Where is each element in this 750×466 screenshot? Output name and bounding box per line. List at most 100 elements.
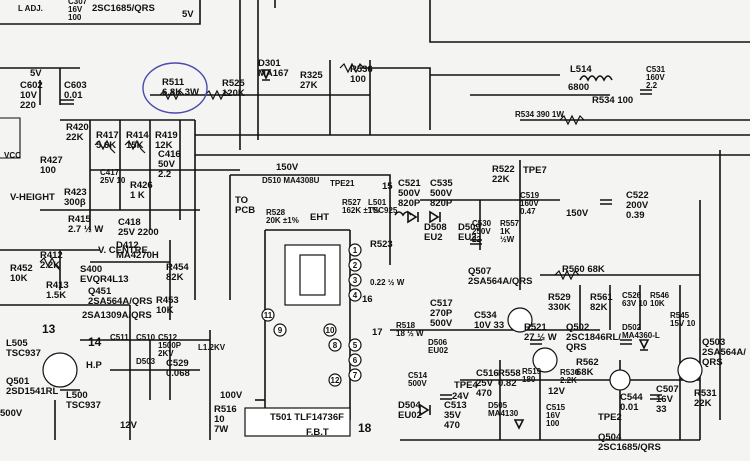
top-frame: [0, 0, 750, 150]
label-v12-b: 12V: [120, 420, 138, 431]
svg-text:6: 6: [353, 356, 358, 365]
label-t501: T501 TLF14736F: [270, 412, 344, 423]
pin-4: 4: [348, 288, 362, 302]
svg-text:5: 5: [353, 341, 358, 350]
label-v-height: V-HEIGHT: [10, 192, 55, 203]
left-rails: [0, 67, 200, 440]
label-tpe4: TPE4: [454, 380, 478, 391]
label-tpe7: TPE7: [523, 165, 547, 176]
label-v150-b: 150V: [566, 208, 589, 219]
label-v12: 12V: [548, 386, 566, 397]
svg-text:2: 2: [353, 261, 358, 270]
label-v5-left: 5V: [30, 68, 42, 79]
label-c511: C511: [110, 333, 129, 342]
label-n17: 17: [372, 327, 383, 338]
label-n15: 15: [382, 181, 393, 192]
label-fbt: F.B.T: [306, 427, 329, 438]
label-r523-val: 0.22 ½ W: [370, 278, 405, 287]
inductor-symbols: [394, 75, 613, 217]
label-hp: H.P: [86, 360, 103, 371]
label-tpe2: TPE2: [598, 412, 622, 423]
transistor-symbols: [42, 307, 703, 391]
label-r534-390: R534 390 1W: [515, 110, 564, 119]
svg-text:11: 11: [264, 311, 273, 320]
label-l514-val: 6800: [568, 82, 589, 93]
pin-10: 10: [323, 323, 337, 337]
label-v5-top: 5V: [182, 9, 194, 20]
label-n14: 14: [88, 335, 102, 349]
pin-7: 7: [348, 368, 362, 382]
label-v150-a: 150V: [276, 162, 299, 173]
pin-12: 12: [328, 373, 342, 387]
label-v-centre: V. CENTRE: [98, 245, 148, 256]
svg-text:4: 4: [353, 291, 358, 300]
label-n13: 13: [42, 322, 56, 336]
svg-text:9: 9: [278, 326, 283, 335]
pin-9: 9: [273, 323, 287, 337]
label-d503: D503: [136, 357, 156, 366]
label-n18: 18: [358, 421, 372, 435]
supply-rails: [60, 60, 750, 171]
pin-6: 6: [348, 353, 362, 367]
label-r523: R523: [370, 239, 393, 250]
svg-text:8: 8: [333, 341, 338, 350]
lower-left-wiring: [54, 330, 211, 440]
label-tpe21: TPE21: [330, 179, 355, 188]
